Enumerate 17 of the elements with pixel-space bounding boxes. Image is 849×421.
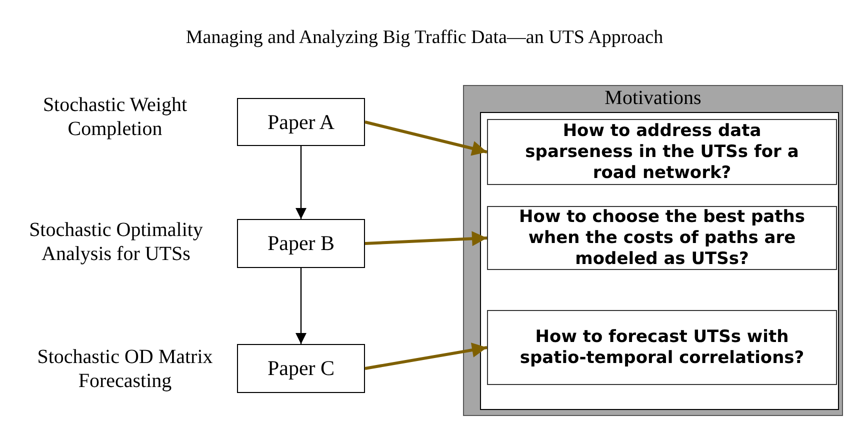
- paper-box: Paper B: [237, 219, 365, 268]
- paper-box: Paper A: [237, 98, 365, 146]
- paper-box: Paper C: [237, 344, 365, 393]
- arrow: [296, 146, 306, 219]
- arrow: [364, 231, 488, 246]
- node-caption: Stochastic Optimality Analysis for UTSs: [28, 218, 204, 266]
- arrow: [364, 120, 488, 156]
- panel-heading: Motivations: [604, 86, 702, 110]
- node-caption: Stochastic OD Matrix Forecasting: [36, 345, 214, 393]
- arrow: [296, 268, 306, 344]
- arrow: [364, 342, 488, 370]
- question-box: How to address data sparseness in the UTSs for a road network?: [487, 119, 837, 185]
- question-box: How to forecast UTSs with spatio-temporal correlations?: [487, 310, 837, 385]
- diagram-title: Managing and Analyzing Big Traffic Data—an UTS Approach: [184, 27, 664, 49]
- motivations-panel: [463, 85, 843, 416]
- node-caption: Stochastic Weight Completion: [42, 93, 188, 141]
- question-box: How to choose the best paths when the costs of paths are modeled as UTSs?: [487, 206, 837, 270]
